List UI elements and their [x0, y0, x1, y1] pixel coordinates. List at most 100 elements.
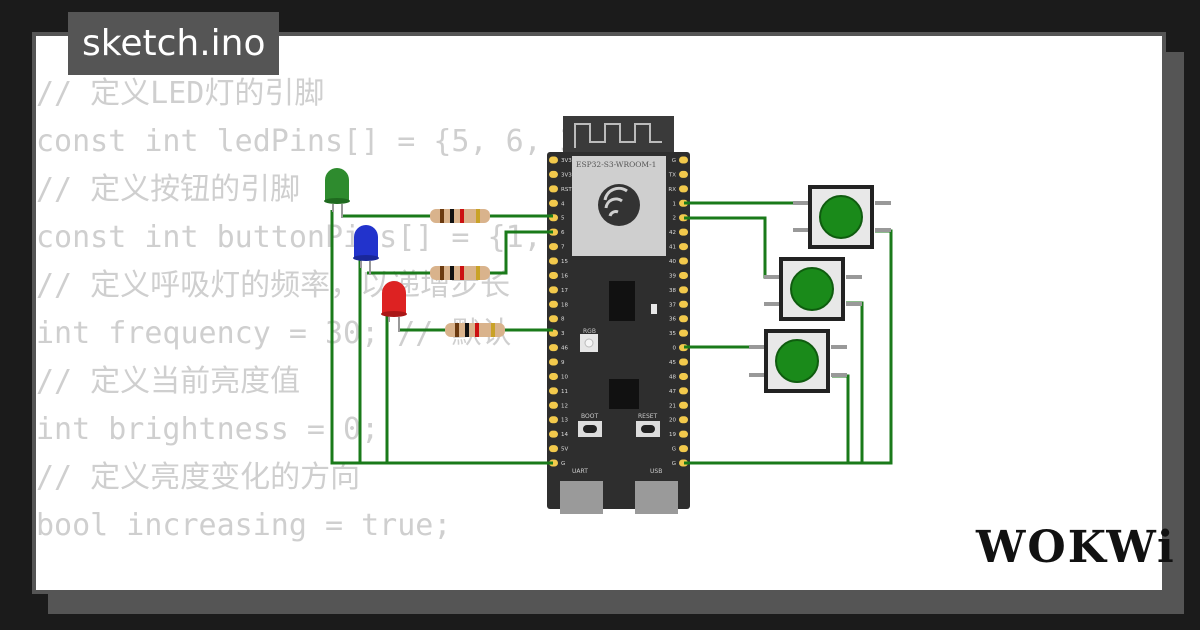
right-pin-label: G [672, 461, 676, 467]
left-pin[interactable] [549, 416, 558, 424]
usb-chip [609, 379, 639, 409]
boot-label: BOOT [581, 413, 598, 420]
right-pin[interactable] [679, 372, 688, 380]
left-pin-label: G [561, 461, 565, 467]
left-pin[interactable] [549, 358, 558, 366]
left-pin[interactable] [549, 228, 558, 236]
right-pin[interactable] [679, 271, 688, 279]
uart-label: UART [572, 468, 588, 475]
left-pin[interactable] [549, 459, 558, 467]
resistor-1 [430, 209, 490, 223]
left-pin[interactable] [549, 430, 558, 438]
pushbutton-3[interactable] [749, 329, 847, 393]
smd-led [651, 304, 657, 314]
right-pin[interactable] [679, 185, 688, 193]
left-pin-label: 3V3 [561, 172, 572, 178]
right-pin-label: 38 [669, 288, 676, 294]
right-pin[interactable] [679, 243, 688, 251]
right-pin-label: G [672, 158, 676, 164]
led-blue[interactable] [353, 225, 379, 275]
left-pin[interactable] [549, 344, 558, 352]
left-pin[interactable] [549, 445, 558, 453]
left-pin[interactable] [549, 271, 558, 279]
wire-gnd-button3 [832, 374, 850, 463]
antenna-trace [574, 123, 662, 148]
right-pin-label: 45 [669, 360, 676, 366]
right-pin-label: RX [668, 187, 676, 193]
left-pin[interactable] [549, 257, 558, 265]
file-tab[interactable]: sketch.ino [68, 12, 280, 75]
left-pin-label: 10 [561, 374, 568, 380]
right-pin[interactable] [679, 459, 688, 467]
right-pin[interactable] [679, 358, 688, 366]
right-pin-label: 35 [669, 331, 676, 337]
resistor-2 [430, 266, 490, 280]
wire-pin2-button2 [684, 216, 779, 279]
right-pin[interactable] [679, 315, 688, 323]
right-pin[interactable] [679, 300, 688, 308]
chip [609, 281, 635, 321]
right-pin[interactable] [679, 286, 688, 294]
left-pin-label: 5V [561, 447, 568, 453]
right-pin[interactable] [679, 430, 688, 438]
led-red[interactable] [381, 281, 407, 332]
right-pin[interactable] [679, 387, 688, 395]
code-line: int brightness = 0; [36, 412, 380, 447]
code-line: bool increasing = true; [36, 508, 452, 543]
left-pin-label: 17 [561, 288, 568, 294]
right-pin-label: 0 [673, 346, 677, 352]
reset-label: RESET [638, 413, 658, 420]
left-pin-label: 3V3 [561, 158, 572, 164]
right-pin-label: 20 [669, 418, 676, 424]
right-pin-label: G [672, 447, 676, 453]
left-pin[interactable] [549, 185, 558, 193]
right-pin[interactable] [679, 416, 688, 424]
right-pin-label: 39 [669, 273, 676, 279]
left-pin-label: 14 [561, 432, 568, 438]
left-pin-label: 46 [561, 346, 568, 352]
left-pin[interactable] [549, 300, 558, 308]
left-pin[interactable] [549, 199, 558, 207]
pushbutton-2[interactable] [764, 257, 862, 321]
right-pin-label: 42 [669, 230, 676, 236]
right-pin-label: 36 [669, 317, 676, 323]
left-pin-label: 6 [561, 230, 565, 236]
right-pin[interactable] [679, 445, 688, 453]
usb-label: USB [650, 468, 662, 475]
left-pin[interactable] [549, 315, 558, 323]
usb-port [635, 481, 678, 514]
right-pin[interactable] [679, 329, 688, 337]
code-line: // 定义亮度变化的方向 [36, 460, 361, 495]
left-pin-label: 13 [561, 418, 568, 424]
left-pin-label: 9 [561, 360, 565, 366]
right-pin[interactable] [679, 257, 688, 265]
pushbutton-1[interactable] [793, 185, 891, 249]
code-line: const int buttonPins[] = {1, 2, 0}; [36, 220, 669, 255]
right-pin[interactable] [679, 228, 688, 236]
left-pin-label: 3 [561, 331, 565, 337]
led-green[interactable] [324, 168, 350, 218]
left-pin-label: 5 [561, 216, 565, 222]
left-pin-label: 12 [561, 403, 568, 409]
left-pin[interactable] [549, 170, 558, 178]
left-pin[interactable] [549, 286, 558, 294]
right-pin[interactable] [679, 156, 688, 164]
left-pin[interactable] [549, 372, 558, 380]
left-pin[interactable] [549, 401, 558, 409]
code-line: int frequency = 30; // 默认 [36, 316, 512, 351]
right-pin-label: 48 [669, 374, 676, 380]
right-pin-label: 37 [669, 302, 676, 308]
right-pin-label: 40 [669, 259, 676, 265]
left-pin-label: 7 [561, 245, 565, 251]
right-pin[interactable] [679, 170, 688, 178]
code-line: // 定义当前亮度值 [36, 364, 301, 399]
right-pin-label: 47 [669, 389, 676, 395]
right-pin-label: 41 [669, 245, 676, 251]
left-pin[interactable] [549, 387, 558, 395]
left-pin[interactable] [549, 156, 558, 164]
right-pin-label: 1 [673, 201, 677, 207]
right-pin-label: TX [668, 172, 676, 178]
right-pin[interactable] [679, 401, 688, 409]
left-pin[interactable] [549, 243, 558, 251]
